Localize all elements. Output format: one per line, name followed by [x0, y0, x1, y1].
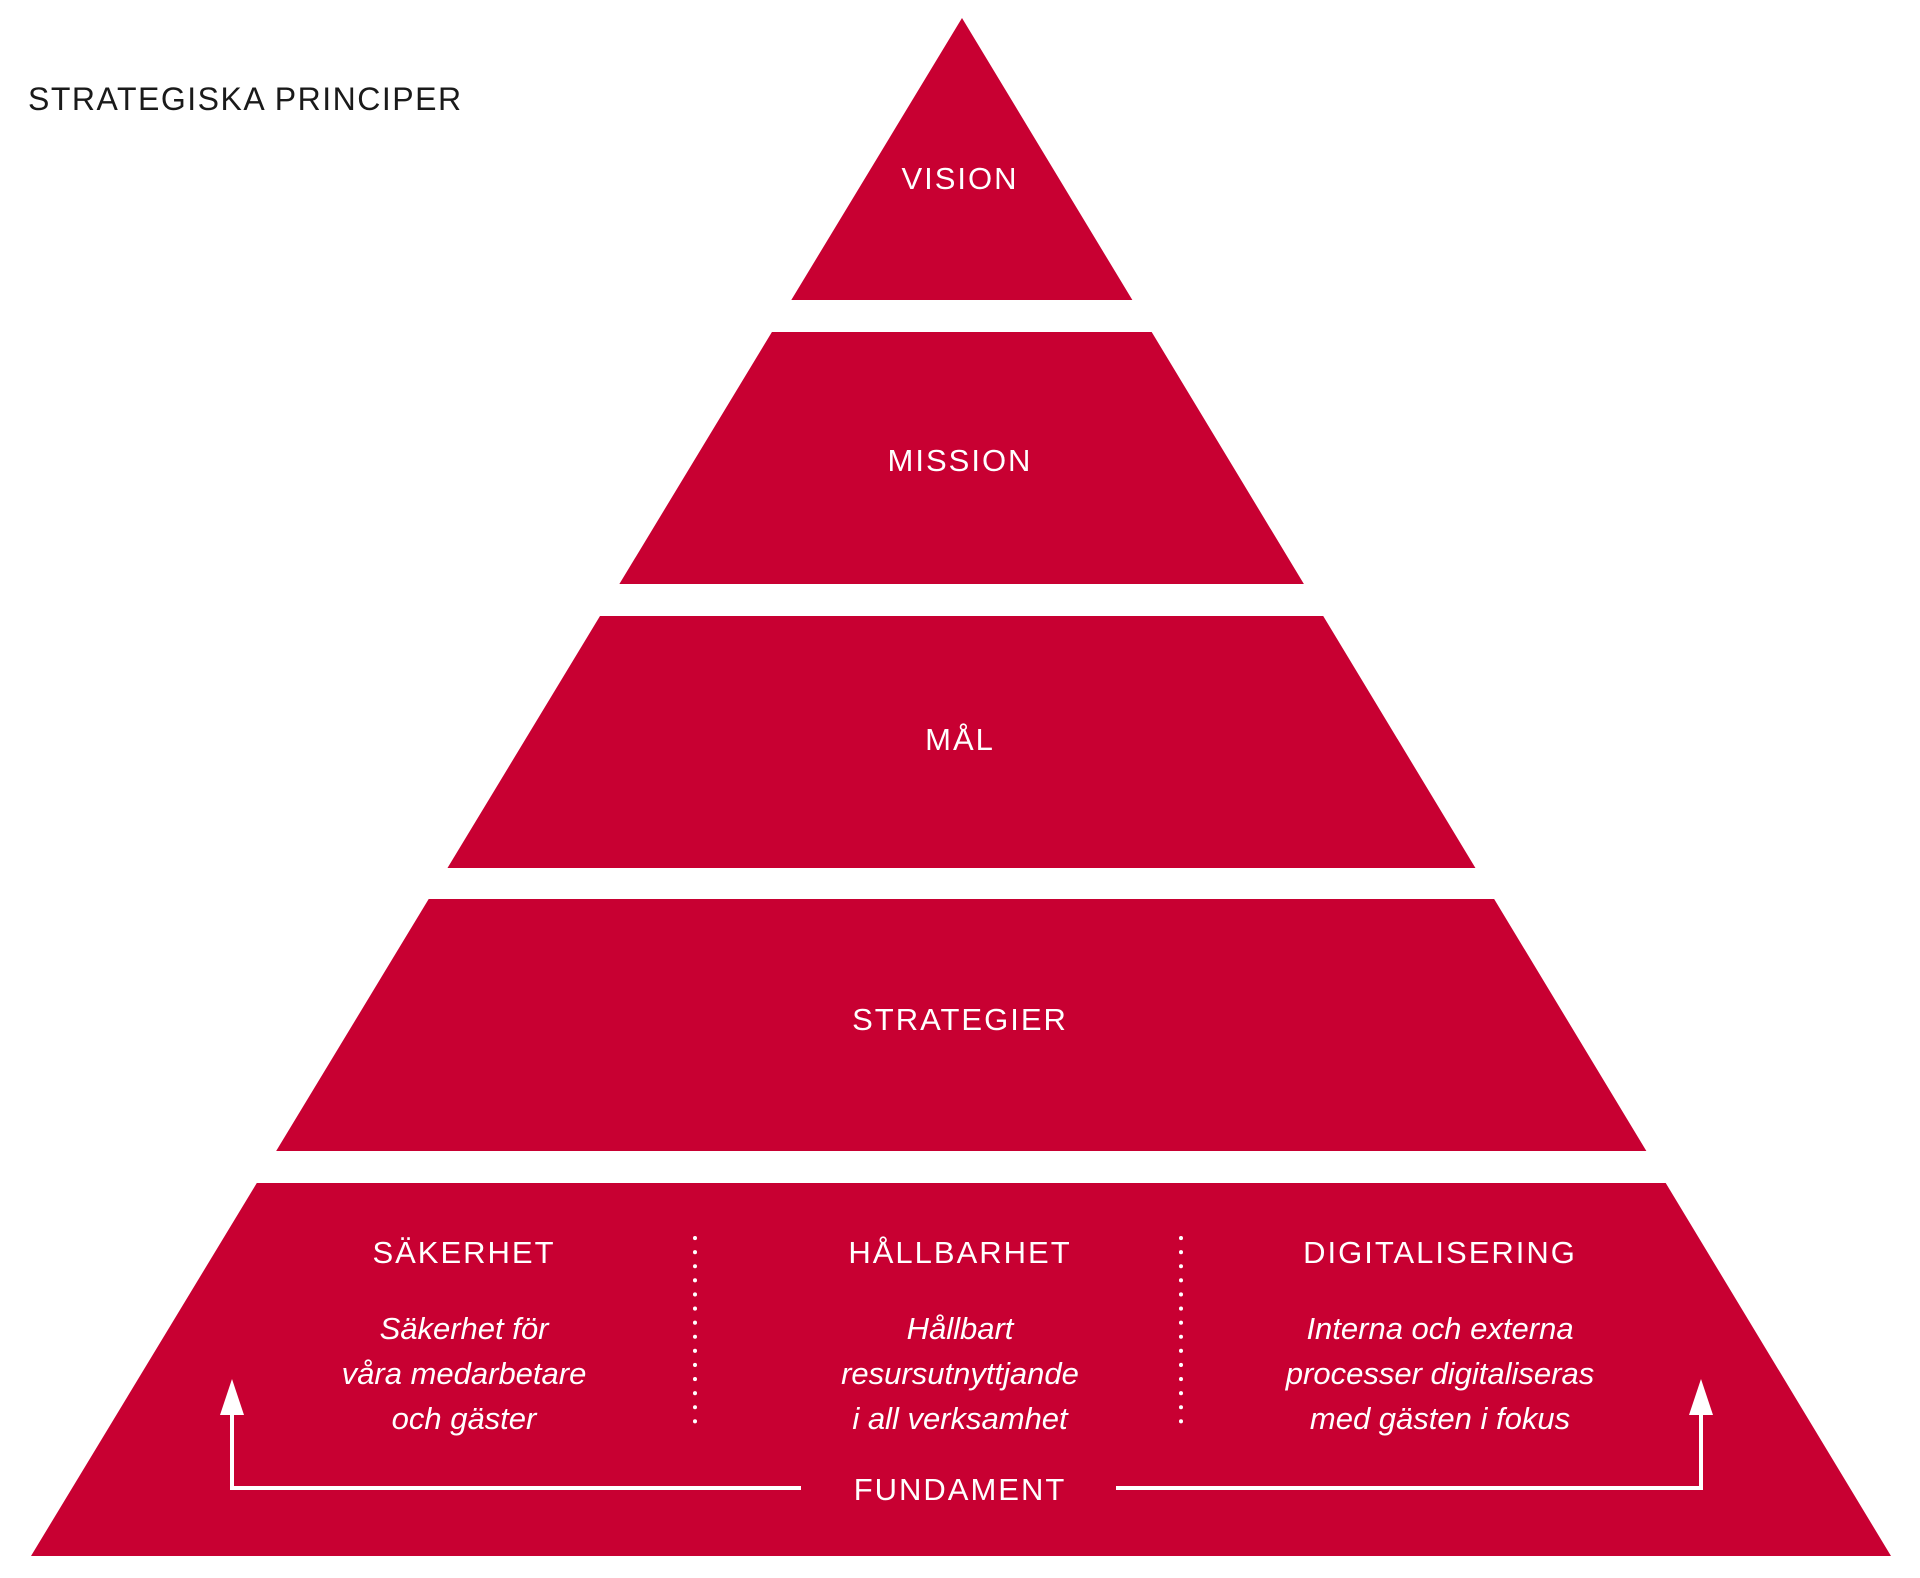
level-divider	[0, 300, 1920, 332]
pillar-text: processer digitaliseras	[1285, 1356, 1594, 1391]
pillar-text: i all verksamhet	[852, 1401, 1069, 1436]
pillar-sustainability: HÅLLBARHET Hållbart resursutnyttjande i …	[841, 1235, 1079, 1436]
level-divider	[0, 1151, 1920, 1183]
pillar-text: Hållbart	[907, 1311, 1015, 1346]
pillar-heading: SÄKERHET	[372, 1235, 555, 1270]
diagram-title: STRATEGISKA PRINCIPER	[28, 81, 463, 117]
pillar-text: Interna och externa	[1306, 1311, 1573, 1346]
level-vision: VISION	[901, 161, 1018, 196]
level-mission: MISSION	[888, 443, 1033, 478]
pillar-text: Säkerhet för	[380, 1311, 551, 1346]
level-divider	[0, 584, 1920, 616]
pillar-safety: SÄKERHET Säkerhet för våra medarbetare o…	[342, 1235, 587, 1436]
pillar-heading: HÅLLBARHET	[848, 1235, 1071, 1270]
right-arrow-icon	[1116, 1379, 1713, 1490]
level-divider	[0, 868, 1920, 899]
level-goals: MÅL	[925, 722, 995, 757]
level-strategies: STRATEGIER	[852, 1002, 1068, 1037]
pillar-text: med gästen i fokus	[1310, 1401, 1570, 1436]
pillar-text: resursutnyttjande	[841, 1356, 1079, 1391]
foundation-label: FUNDAMENT	[854, 1472, 1067, 1507]
pillar-heading: DIGITALISERING	[1303, 1235, 1577, 1270]
pillar-text: och gäster	[392, 1401, 538, 1436]
pillar-text: våra medarbetare	[342, 1356, 587, 1391]
pillar-digitalization: DIGITALISERING Interna och externa proce…	[1285, 1235, 1594, 1436]
left-arrow-icon	[220, 1379, 801, 1490]
